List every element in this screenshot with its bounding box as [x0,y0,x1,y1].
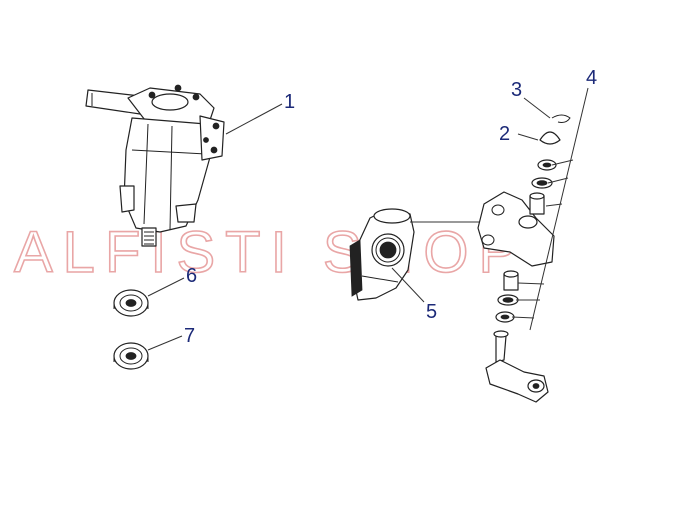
seal-7 [113,342,149,370]
dust-cap [539,131,561,145]
pitman-arm [485,330,549,403]
idler-arm-bracket [477,191,555,267]
circlip [551,114,571,123]
leader-7 [147,335,183,351]
seal-6 [113,289,149,317]
callout-5: 5 [426,301,437,323]
callout-7: 7 [184,325,195,347]
callout-1: 1 [284,91,295,113]
steering-box [85,84,225,247]
callout-2: 2 [499,123,510,145]
callout-3: 3 [511,79,522,101]
callout-4: 4 [586,67,597,89]
watermark-text: ALFISTI SHOP [14,220,527,285]
idler-bracket [349,208,415,301]
leader-5 [391,267,425,303]
leader-2 [517,133,539,141]
bushing-stack-upper [529,159,557,215]
leader-6 [147,277,185,297]
leader-4-bracket [511,87,589,331]
leader-3 [523,97,551,119]
callout-6: 6 [186,265,197,287]
bushing-stack-lower [495,270,519,323]
leader-1 [225,103,283,135]
